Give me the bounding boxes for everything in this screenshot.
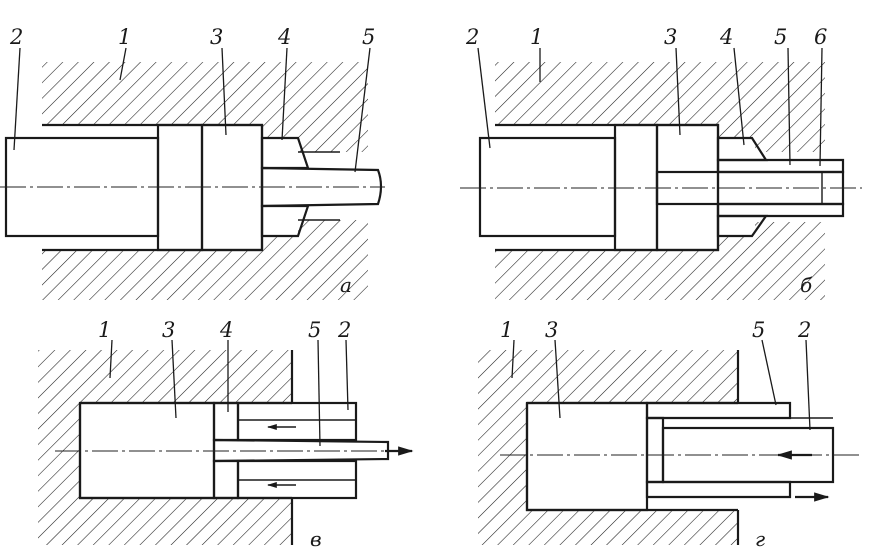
caption-v: в (310, 527, 322, 551)
label-b-4: 4 (719, 25, 733, 49)
tube-bottom (645, 416, 665, 484)
caption-a: а (340, 273, 352, 297)
label-b-3: 3 (664, 25, 677, 49)
label-a-3: 3 (210, 25, 223, 49)
label-a-2: 2 (9, 25, 23, 49)
tube-lower (716, 202, 845, 218)
label-v-1: 1 (98, 318, 111, 342)
label-a-1: 1 (118, 25, 131, 49)
panel-v: 1 3 4 5 2 в (38, 318, 414, 551)
label-g-1: 1 (500, 318, 513, 342)
label-b-6: 6 (814, 25, 827, 49)
tube-wall-lower (645, 480, 792, 499)
ram (478, 136, 617, 238)
panel-b: 2 1 3 4 5 6 б (460, 25, 862, 300)
label-g-2: 2 (797, 318, 811, 342)
label-v-4: 4 (219, 318, 233, 342)
label-v-5: 5 (308, 318, 321, 342)
container-body (495, 62, 825, 300)
container-body (42, 62, 368, 300)
label-b-2: 2 (465, 25, 479, 49)
panel-g: 1 3 5 2 г (478, 318, 860, 551)
label-b-5: 5 (774, 25, 787, 49)
label-v-2: 2 (337, 318, 351, 342)
label-g-3: 3 (545, 318, 558, 342)
billet (525, 401, 649, 512)
caption-g: г (755, 527, 765, 551)
die-lower (212, 459, 240, 500)
hollow-ram-upper (236, 401, 358, 442)
extrudate (212, 438, 390, 463)
container-body (38, 350, 292, 545)
tube-upper (716, 158, 845, 174)
extrudate (260, 166, 383, 208)
tube-wall (645, 401, 792, 420)
label-a-5: 5 (362, 25, 375, 49)
label-g-5: 5 (752, 318, 765, 342)
panel-a: 2 1 3 4 5 а (0, 25, 385, 300)
container-body (478, 350, 738, 545)
label-v-3: 3 (162, 318, 175, 342)
caption-b: б (800, 273, 813, 297)
label-a-4: 4 (277, 25, 291, 49)
label-b-1: 1 (530, 25, 543, 49)
die-upper (212, 401, 240, 442)
